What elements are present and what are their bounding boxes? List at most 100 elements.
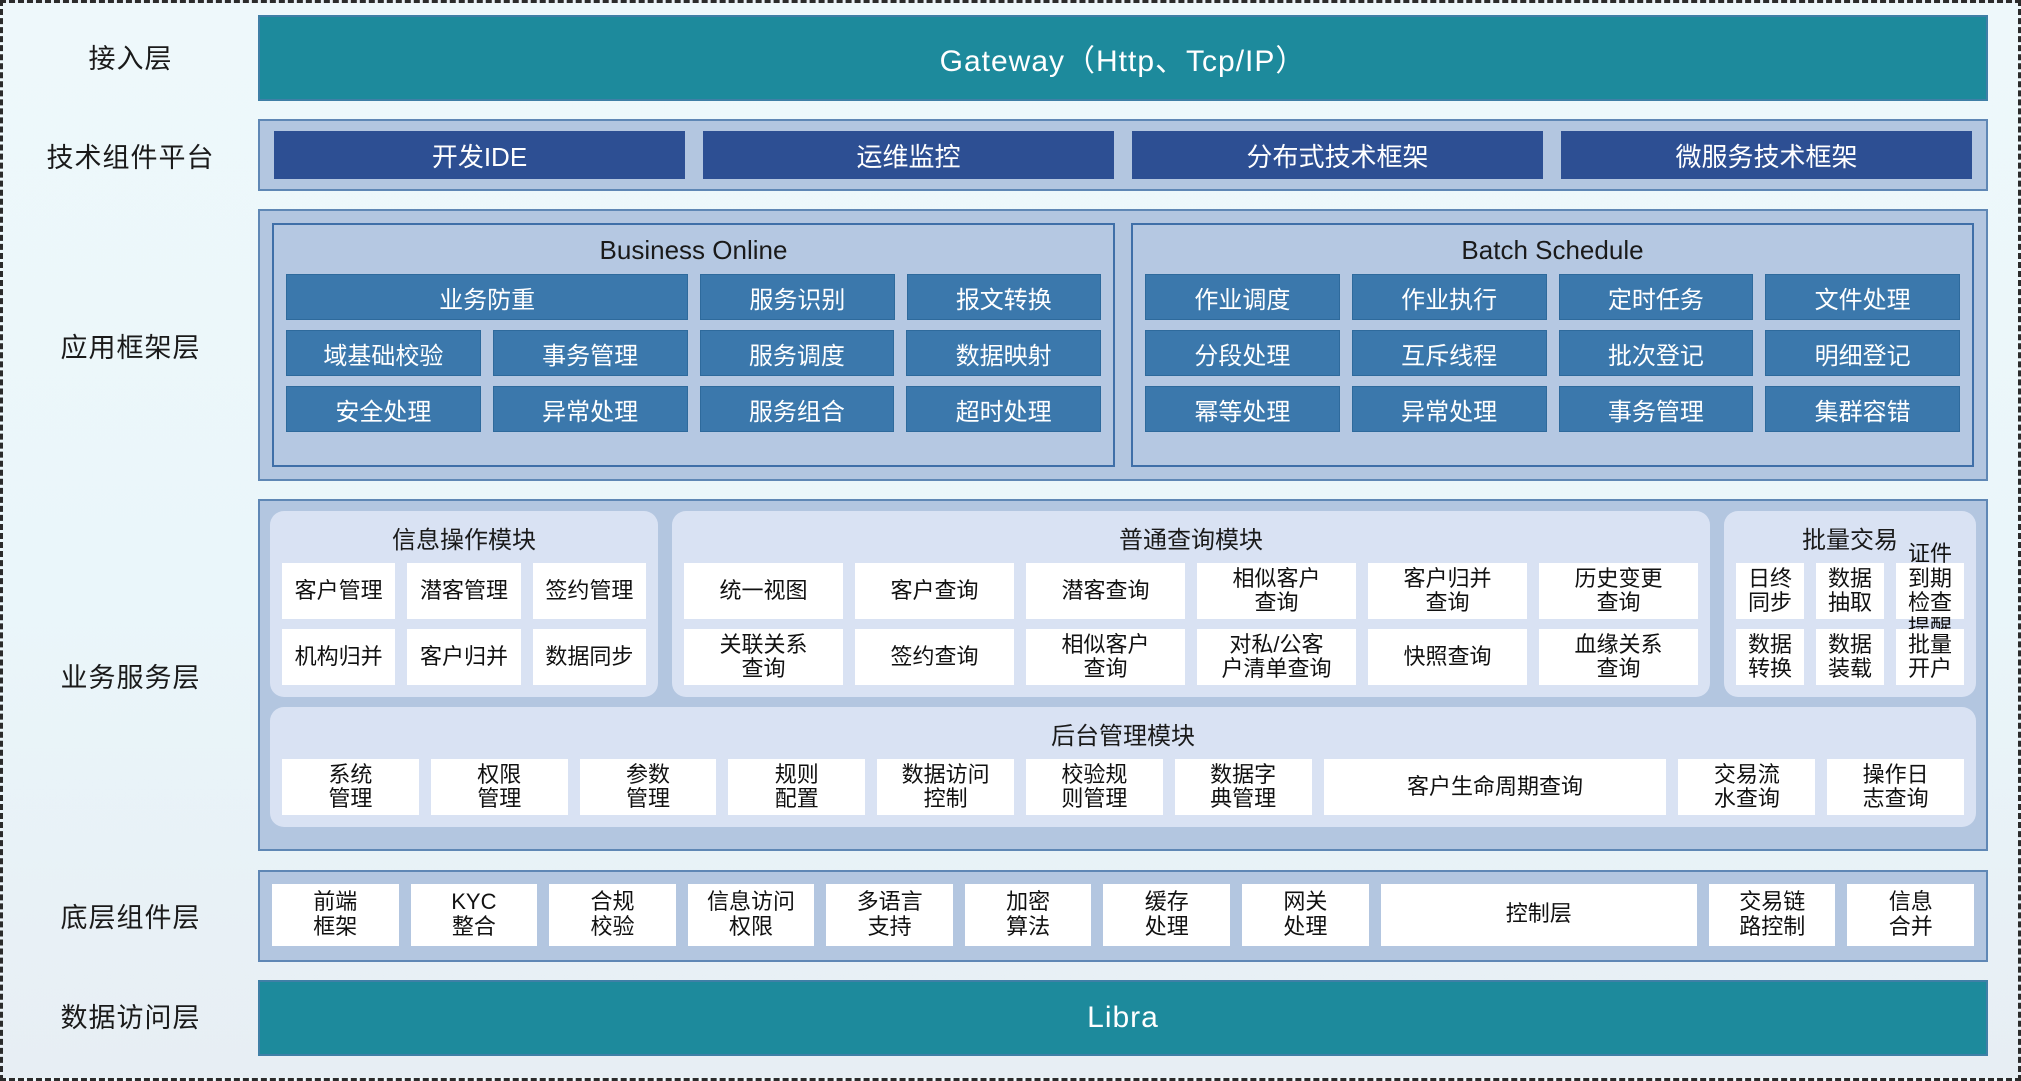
service-cell[interactable]: 相似客户 查询 (1026, 629, 1185, 686)
framework-cell[interactable]: 异常处理 (492, 386, 688, 433)
module-admin-management: 后台管理模块 系统 管理 权限 管理 参数 管理 规则 配置 数据访问 控制 校… (270, 707, 1976, 828)
base-component-cell[interactable]: 合规 校验 (549, 883, 676, 946)
service-cell[interactable]: 数据 装载 (1816, 629, 1884, 686)
framework-cell[interactable]: 明细登记 (1765, 330, 1960, 377)
service-cell[interactable]: 数据 转换 (1736, 629, 1804, 686)
framework-row: 作业调度 作业执行 定时任务 文件处理 (1145, 274, 1960, 321)
service-cell[interactable]: 对私/公客 户清单查询 (1197, 629, 1356, 686)
service-cell[interactable]: 参数 管理 (579, 759, 717, 816)
service-cell[interactable]: 潜客查询 (1026, 563, 1185, 620)
framework-cell[interactable]: 异常处理 (1351, 386, 1547, 433)
tech-platform-strip: 开发IDE 运维监控 分布式技术框架 微服务技术框架 (258, 119, 1988, 192)
framework-cell[interactable]: 分段处理 (1145, 330, 1340, 377)
service-cell[interactable]: 血缘关系 查询 (1539, 629, 1698, 686)
framework-cell[interactable]: 安全处理 (286, 386, 481, 433)
framework-row: 安全处理 异常处理 服务组合 超时处理 (286, 386, 1101, 433)
service-cell[interactable]: 权限 管理 (430, 759, 568, 816)
framework-cell[interactable]: 幂等处理 (1145, 386, 1340, 433)
module-title: 信息操作模块 (392, 527, 536, 555)
base-component-cell[interactable]: 信息 合并 (1847, 883, 1975, 946)
service-cell[interactable]: 操作日 志查询 (1827, 759, 1965, 816)
framework-cell[interactable]: 事务管理 (492, 330, 688, 377)
framework-cell[interactable]: 服务识别 (700, 274, 895, 321)
service-cell[interactable]: 客户归并 查询 (1368, 563, 1527, 620)
base-component-cell[interactable]: 交易链 路控制 (1708, 883, 1836, 946)
layer-label-tech-platform: 技术组件平台 (46, 142, 215, 173)
service-cell[interactable]: 签约查询 (855, 629, 1014, 686)
tech-item-ops-monitor[interactable]: 运维监控 (703, 131, 1114, 180)
framework-cell[interactable]: 集群容错 (1765, 386, 1960, 433)
framework-cell[interactable]: 数据映射 (906, 330, 1101, 377)
service-cell[interactable]: 规则 配置 (728, 759, 866, 816)
module-row: 关联关系 查询 签约查询 相似客户 查询 对私/公客 户清单查询 快照查询 血缘… (684, 629, 1698, 686)
service-cell[interactable]: 关联关系 查询 (684, 629, 843, 686)
business-service-bottom-row: 后台管理模块 系统 管理 权限 管理 参数 管理 规则 配置 数据访问 控制 校… (270, 707, 1976, 828)
service-cell[interactable]: 数据访问 控制 (877, 759, 1014, 816)
service-cell[interactable]: 客户归并 (407, 629, 521, 686)
framework-cell[interactable]: 定时任务 (1558, 274, 1754, 321)
framework-cell[interactable]: 超时处理 (906, 386, 1101, 433)
service-cell[interactable]: 相似客户 查询 (1197, 563, 1356, 620)
service-cell[interactable]: 统一视图 (684, 563, 843, 620)
layer-label-access: 接入层 (88, 43, 173, 74)
base-component-cell[interactable]: 信息访问 权限 (687, 883, 815, 946)
service-cell[interactable]: 客户查询 (855, 563, 1014, 620)
service-cell[interactable]: 机构归并 (282, 629, 396, 686)
module-row: 机构归并 客户归并 数据同步 (282, 629, 646, 686)
framework-cell[interactable]: 互斥线程 (1351, 330, 1547, 377)
framework-cell[interactable]: 批次登记 (1558, 330, 1754, 377)
service-cell[interactable]: 交易流 水查询 (1678, 759, 1816, 816)
framework-group-business-online: Business Online 业务防重 服务识别 报文转换 域基础校验 事务管… (272, 223, 1115, 468)
service-cell[interactable]: 快照查询 (1368, 629, 1527, 686)
base-component-cell[interactable]: 控制层 (1380, 883, 1697, 946)
framework-cell[interactable]: 报文转换 (906, 274, 1102, 321)
service-cell[interactable]: 数据字 典管理 (1174, 759, 1312, 816)
module-title: 批量交易 (1802, 527, 1898, 555)
framework-cell[interactable]: 域基础校验 (286, 330, 481, 377)
service-cell[interactable]: 系统 管理 (282, 759, 419, 816)
service-cell[interactable]: 数据 抽取 (1816, 563, 1884, 620)
app-framework-band: Business Online 业务防重 服务识别 报文转换 域基础校验 事务管… (258, 209, 1988, 482)
service-cell[interactable]: 历史变更 查询 (1539, 563, 1698, 620)
base-component-cell[interactable]: 网关 处理 (1242, 883, 1369, 946)
tech-item-distributed-framework[interactable]: 分布式技术框架 (1132, 131, 1543, 180)
service-cell[interactable]: 客户管理 (282, 563, 396, 620)
module-row: 客户管理 潜客管理 签约管理 (282, 563, 646, 620)
service-cell[interactable]: 客户生命周期查询 (1323, 759, 1667, 816)
framework-row: 域基础校验 事务管理 服务调度 数据映射 (286, 330, 1101, 377)
module-info-operation: 信息操作模块 客户管理 潜客管理 签约管理 机构归并 客户归并 数据同步 (270, 511, 658, 698)
business-service-band: 信息操作模块 客户管理 潜客管理 签约管理 机构归并 客户归并 数据同步 (258, 499, 1988, 852)
framework-cell[interactable]: 事务管理 (1558, 386, 1754, 433)
framework-cell[interactable]: 服务组合 (699, 386, 895, 433)
base-component-cell[interactable]: 加密 算法 (964, 883, 1092, 946)
module-row: 数据 转换 数据 装载 批量 开户 (1736, 629, 1964, 686)
service-cell[interactable]: 证件到期 检查提醒 (1896, 541, 1964, 640)
service-cell[interactable]: 日终 同步 (1736, 563, 1804, 620)
service-cell[interactable]: 签约管理 (532, 563, 646, 620)
module-batch-transaction: 批量交易 日终 同步 数据 抽取 证件到期 检查提醒 数据 转换 数据 装载 批… (1724, 511, 1976, 698)
module-common-query: 普通查询模块 统一视图 客户查询 潜客查询 相似客户 查询 客户归并 查询 历史… (672, 511, 1710, 698)
tech-item-microservice-framework[interactable]: 微服务技术框架 (1561, 131, 1972, 180)
base-component-cell[interactable]: 缓存 处理 (1103, 883, 1231, 946)
base-component-cell[interactable]: KYC 整合 (410, 883, 538, 946)
service-cell[interactable]: 批量 开户 (1896, 629, 1964, 686)
base-component-cell[interactable]: 多语言 支持 (826, 883, 953, 946)
framework-cell[interactable]: 作业调度 (1145, 274, 1340, 321)
service-cell[interactable]: 数据同步 (532, 629, 646, 686)
framework-cell[interactable]: 业务防重 (286, 274, 689, 321)
gateway-bar: Gateway（Http、Tcp/IP） (258, 15, 1988, 101)
module-row: 系统 管理 权限 管理 参数 管理 规则 配置 数据访问 控制 校验规 则管理 … (282, 759, 1965, 816)
layer-label-data-access: 数据访问层 (60, 1003, 201, 1034)
framework-cell[interactable]: 文件处理 (1765, 274, 1960, 321)
framework-row: 业务防重 服务识别 报文转换 (286, 274, 1102, 321)
framework-cell[interactable]: 服务调度 (699, 330, 895, 377)
layer-label-app-framework: 应用框架层 (60, 332, 201, 363)
framework-group-title: Business Online (599, 235, 788, 266)
framework-cell[interactable]: 作业执行 (1351, 274, 1547, 321)
service-cell[interactable]: 潜客管理 (407, 563, 521, 620)
service-cell[interactable]: 校验规 则管理 (1025, 759, 1163, 816)
base-component-cell[interactable]: 前端 框架 (272, 883, 399, 946)
module-row: 日终 同步 数据 抽取 证件到期 检查提醒 (1736, 541, 1964, 640)
tech-item-ide[interactable]: 开发IDE (274, 131, 685, 180)
